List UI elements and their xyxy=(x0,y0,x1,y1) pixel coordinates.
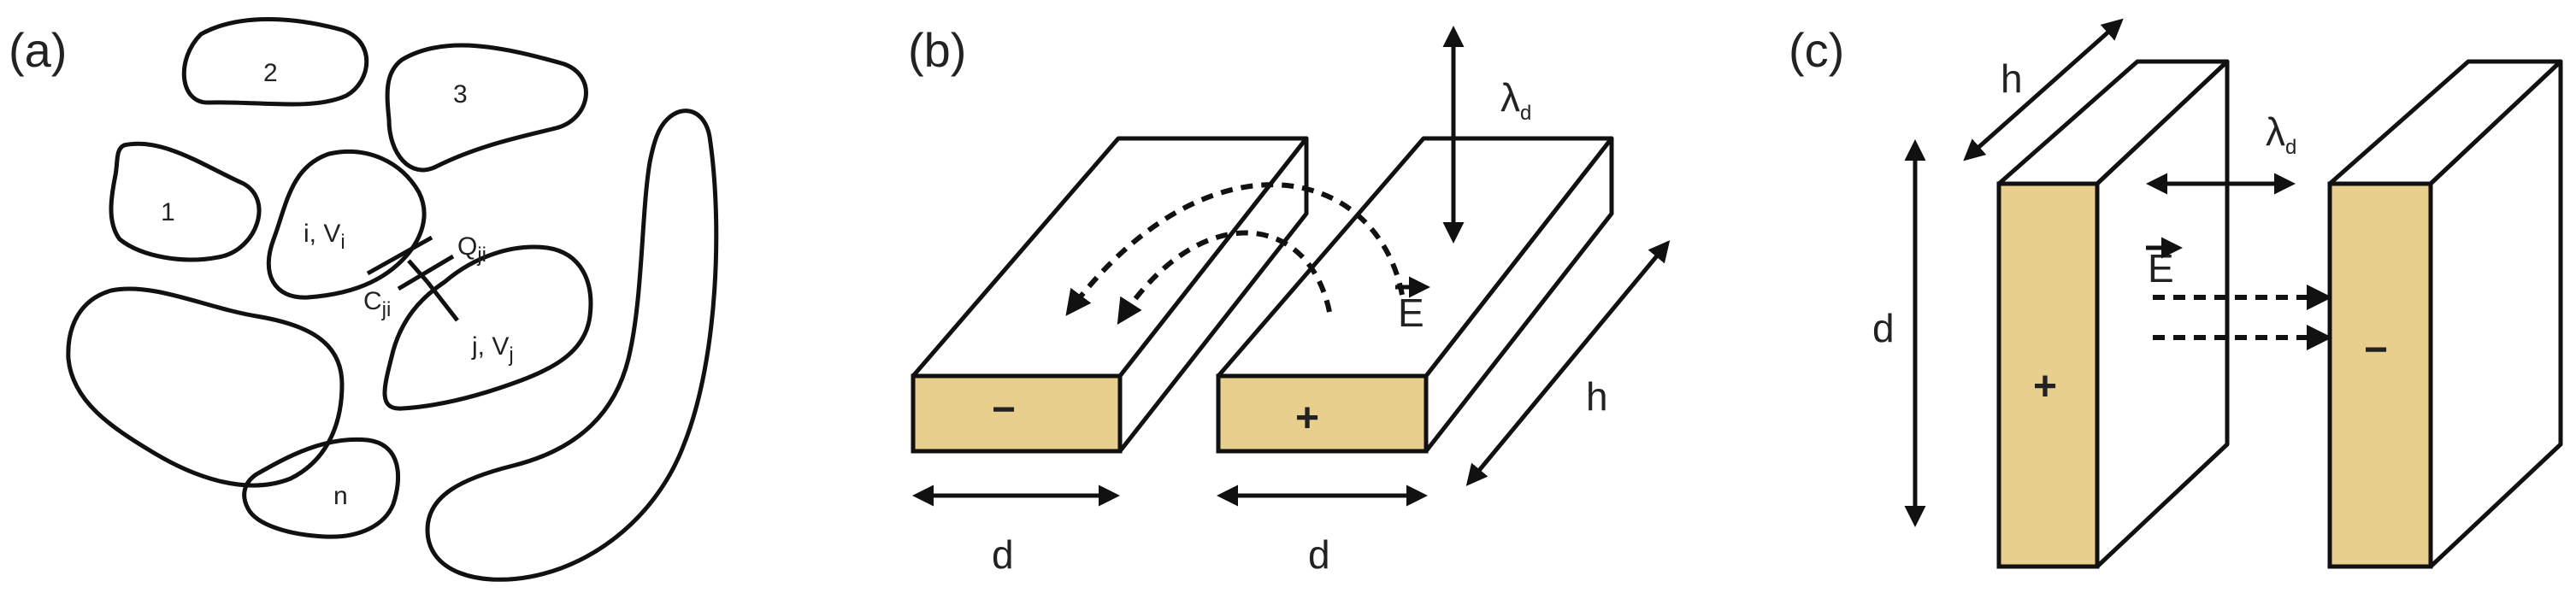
region-1-label: 1 xyxy=(161,198,175,226)
capacitance-label: Cji xyxy=(363,287,391,321)
panel-b: (b) − + E λd h d d xyxy=(908,23,1671,577)
region-j-label: j, Vj xyxy=(471,332,514,367)
field-label-b: E xyxy=(1398,291,1424,335)
charge-label: Qji xyxy=(457,232,486,267)
h-label-c: h xyxy=(2001,56,2023,101)
plus-sign-c: + xyxy=(2033,364,2057,409)
h-arrow-c xyxy=(1963,18,2124,161)
region-1 xyxy=(109,141,262,262)
region-n xyxy=(242,437,400,539)
region-long-right xyxy=(425,109,719,582)
panel-a-label: (a) xyxy=(9,23,67,77)
panel-c-label: (c) xyxy=(1789,23,1844,77)
plus-sign-b: + xyxy=(1295,396,1319,441)
panel-c: (c) + − h λd E d xyxy=(1789,18,2563,569)
electrode-negative-c xyxy=(2327,59,2563,569)
minus-sign-b: − xyxy=(992,387,1016,432)
d-label-right-b: d xyxy=(1308,532,1330,577)
region-i-label: i, Vi xyxy=(304,220,345,254)
lambda-label-c: λd xyxy=(2266,109,2296,159)
region-j xyxy=(382,244,593,411)
region-n-label: n xyxy=(333,482,348,510)
h-label-b: h xyxy=(1586,374,1608,419)
region-2 xyxy=(181,17,369,107)
minus-sign-c: − xyxy=(2364,327,2388,373)
field-label-c: E xyxy=(2148,246,2174,291)
region-i xyxy=(266,149,427,300)
capacitor-symbol xyxy=(366,235,459,322)
lambda-label-b: λd xyxy=(1500,75,1531,125)
region-3-label: 3 xyxy=(453,80,468,109)
field-line-inner xyxy=(1117,230,1332,326)
panel-b-label: (b) xyxy=(908,23,966,77)
electrode-positive-c xyxy=(1996,59,2230,569)
region-large-left xyxy=(66,286,345,488)
h-arrow-b xyxy=(1465,240,1671,486)
panel-a: (a) 2 3 1 i, Vi j, Vj n Qji Cji xyxy=(9,17,719,582)
d-label-left-b: d xyxy=(992,532,1014,577)
region-3 xyxy=(385,43,588,173)
d-label-c: d xyxy=(1872,306,1895,350)
region-2-label: 2 xyxy=(263,59,278,87)
